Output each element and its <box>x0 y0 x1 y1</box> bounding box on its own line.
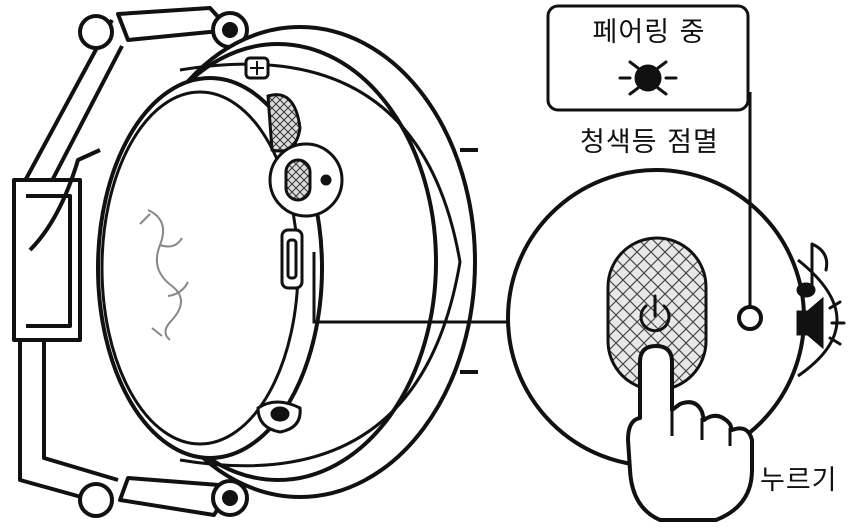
pairing-status-label: 페어링 중 <box>552 10 746 49</box>
press-instruction-label: 누르기 <box>760 458 838 497</box>
blue-light-blink-label: 청색등 점멸 <box>580 120 719 159</box>
led-indicator <box>739 307 761 329</box>
music-note-icon <box>798 244 827 296</box>
